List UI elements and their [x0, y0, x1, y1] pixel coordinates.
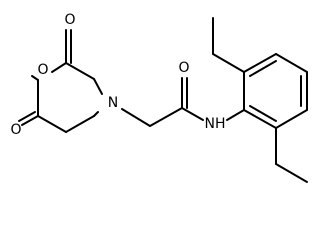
ethyl-groups [212, 17, 308, 183]
bond-c5-c6 [37, 115, 67, 133]
atom-labels: O O O N O NH [10, 12, 225, 138]
carbonyl-oxygen-top-label: O [64, 12, 75, 28]
bond-ethyl-top-1 [212, 53, 245, 73]
bond-ethyl-bottom-2 [275, 163, 308, 183]
bond-c6-o-bottom-b [18, 111, 36, 122]
bond-c2-c3 [65, 62, 95, 80]
amide-nh-label: NH [205, 116, 226, 132]
chemical-structure: O O O N O NH [10, 12, 308, 183]
carbonyl-oxygen-bottom-label: O [10, 122, 21, 138]
bond-ch2-co [149, 107, 183, 127]
bond-ar6-ar1 [243, 109, 277, 129]
bond-c3-n [93, 78, 103, 95]
ring-carbonyls [18, 29, 72, 126]
bond-ar3-ar4 [275, 53, 308, 73]
bond-ar-inner-3 [249, 105, 277, 122]
ring-nitrogen-label: N [108, 95, 118, 111]
bond-nh-aryl [226, 109, 245, 121]
amide-oxygen-label: O [178, 60, 189, 76]
ring-oxygen-label: O [37, 62, 48, 78]
bond-n-c5b [65, 115, 95, 133]
bond-ar-inner-1 [249, 60, 277, 77]
bond-co-nh [181, 107, 204, 121]
bond-n-ch2 [121, 108, 151, 127]
bond-ar5-ar6 [275, 109, 308, 129]
diethylphenyl-ring [243, 53, 308, 129]
bond-o-c2 [51, 62, 67, 73]
bond-ring-o-c6 [31, 75, 39, 81]
morpholine-dione-ring [31, 62, 103, 133]
bond-ar2-ar3 [243, 53, 277, 73]
bond-c6-o-bottom-a [21, 115, 39, 126]
acetamide-linker [121, 77, 245, 127]
